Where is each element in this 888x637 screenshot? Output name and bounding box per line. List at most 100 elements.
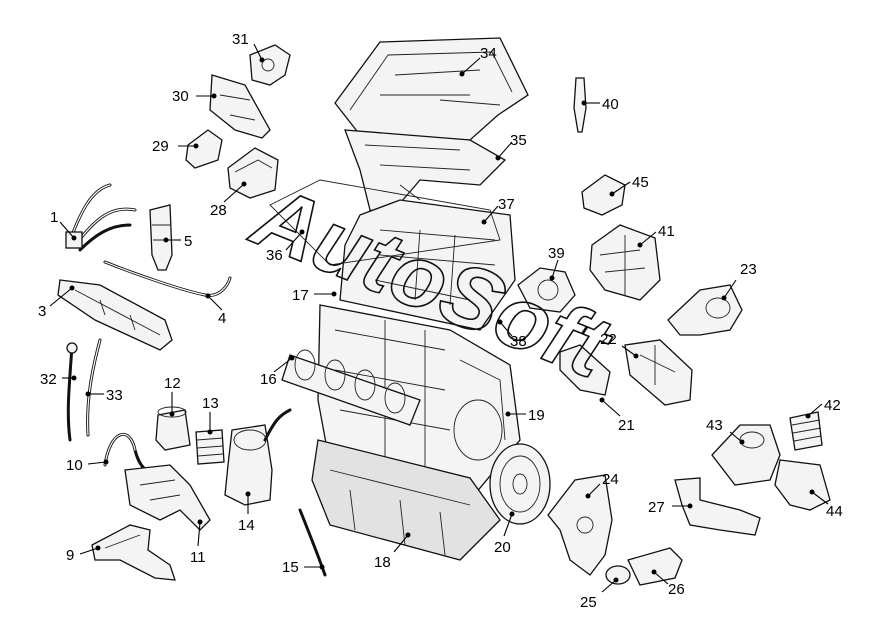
- coolant-pipe: [674, 477, 761, 536]
- fuel-rail: [57, 279, 173, 351]
- glow-plug: [573, 77, 587, 133]
- fuel-filter-housing: [711, 424, 781, 486]
- callout-32: 32: [40, 371, 77, 388]
- callout-14: 14: [238, 491, 255, 534]
- svg-text:37: 37: [498, 196, 515, 213]
- svg-text:30: 30: [172, 88, 189, 105]
- svg-text:19: 19: [528, 407, 545, 424]
- flywheel: [489, 443, 551, 525]
- svg-text:41: 41: [658, 223, 675, 240]
- svg-text:44: 44: [826, 503, 843, 520]
- callout-23: 23: [721, 261, 757, 301]
- callout-17: 17: [292, 287, 337, 304]
- engine-block-assembly: [269, 37, 551, 561]
- callout-19: 19: [505, 407, 545, 424]
- svg-text:23: 23: [740, 261, 757, 278]
- svg-text:38: 38: [510, 333, 527, 350]
- svg-text:15: 15: [282, 559, 299, 576]
- svg-text:13: 13: [202, 395, 219, 412]
- oil-sump: [311, 439, 501, 561]
- callout-16: 16: [260, 355, 295, 388]
- engine-mount-bracket: [209, 74, 271, 139]
- svg-text:20: 20: [494, 539, 511, 556]
- callout-36: 36: [266, 229, 305, 264]
- svg-text:11: 11: [190, 549, 206, 566]
- crankshaft: [281, 354, 421, 426]
- callout-12: 12: [164, 375, 181, 417]
- callout-4: 4: [205, 293, 226, 327]
- svg-text:32: 32: [40, 371, 57, 388]
- svg-text:33: 33: [106, 387, 123, 404]
- svg-text:25: 25: [580, 594, 597, 611]
- callout-10: 10: [66, 457, 109, 474]
- svg-text:12: 12: [164, 375, 181, 392]
- dipstick: [66, 343, 74, 442]
- fuel-lines: [65, 183, 137, 252]
- callout-42: 42: [805, 397, 841, 419]
- callout-27: 27: [648, 499, 693, 516]
- injector: [149, 204, 173, 271]
- engine-mount: [185, 129, 223, 169]
- svg-text:26: 26: [668, 581, 685, 598]
- svg-text:31: 31: [232, 31, 249, 48]
- callout-26: 26: [651, 569, 685, 598]
- oil-filter-bracket: [224, 424, 273, 506]
- callout-3: 3: [38, 285, 75, 320]
- svg-text:18: 18: [374, 554, 391, 571]
- svg-text:24: 24: [602, 471, 619, 488]
- callout-9: 9: [66, 545, 101, 564]
- filter-bracket: [774, 459, 831, 511]
- callout-44: 44: [809, 489, 843, 520]
- water-pump: [667, 284, 743, 336]
- svg-text:17: 17: [292, 287, 309, 304]
- oil-filter-housing: [155, 409, 191, 451]
- engine-mount-bracket-top: [249, 44, 291, 86]
- starter-motor: [624, 339, 693, 406]
- callout-41: 41: [637, 223, 675, 248]
- callout-33: 33: [85, 387, 123, 404]
- mount-link: [627, 547, 683, 586]
- oil-pickup: [91, 524, 176, 581]
- svg-text:34: 34: [480, 45, 497, 62]
- callout-11: 11: [190, 519, 206, 566]
- svg-text:28: 28: [210, 202, 227, 219]
- intake-manifold: [344, 129, 507, 216]
- callout-40: 40: [581, 96, 619, 113]
- svg-text:9: 9: [66, 547, 74, 564]
- svg-text:35: 35: [510, 132, 527, 149]
- svg-text:42: 42: [824, 397, 841, 414]
- svg-text:16: 16: [260, 371, 277, 388]
- callout-20: 20: [494, 511, 515, 556]
- svg-text:45: 45: [632, 174, 649, 191]
- vacuum-pump: [517, 267, 576, 313]
- callout-43: 43: [706, 417, 745, 445]
- callout-35: 35: [495, 132, 527, 161]
- svg-text:40: 40: [602, 96, 619, 113]
- svg-text:21: 21: [618, 417, 635, 434]
- callout-28: 28: [210, 181, 247, 219]
- svg-text:10: 10: [66, 457, 83, 474]
- svg-text:5: 5: [184, 233, 192, 250]
- svg-text:3: 3: [38, 303, 46, 320]
- rubber-mount: [605, 565, 631, 585]
- cylinder-head: [339, 199, 516, 331]
- svg-text:27: 27: [648, 499, 665, 516]
- sensor-rod: [298, 508, 327, 577]
- callout-1: 1: [50, 209, 77, 241]
- callout-30: 30: [172, 88, 217, 105]
- callout-37: 37: [481, 196, 515, 225]
- callout-15: 15: [282, 559, 325, 576]
- callout-21: 21: [599, 397, 635, 434]
- callout-13: 13: [202, 395, 219, 435]
- thermostat-housing: [559, 344, 611, 396]
- auxiliary-bracket: [547, 474, 613, 576]
- svg-text:22: 22: [600, 331, 617, 348]
- callout-24: 24: [585, 471, 619, 499]
- head-gasket-outline: [269, 179, 501, 266]
- callout-18: 18: [374, 532, 411, 571]
- callout-34: 34: [459, 45, 497, 77]
- svg-text:1: 1: [50, 209, 58, 226]
- svg-text:4: 4: [218, 310, 226, 327]
- svg-text:36: 36: [266, 247, 283, 264]
